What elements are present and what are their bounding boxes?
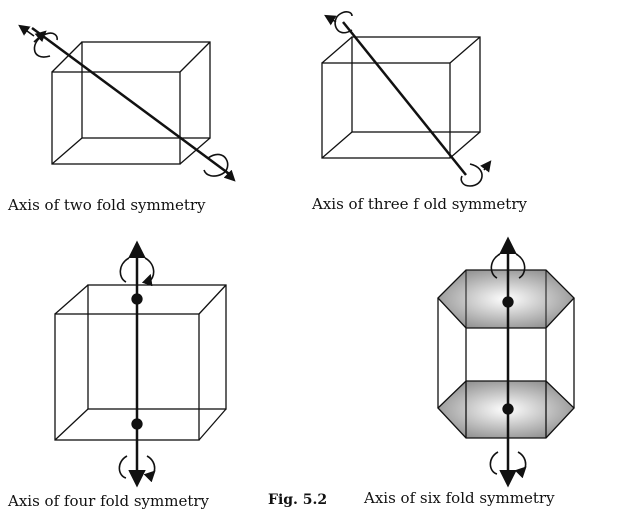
six-fold-axis-point-bottom (502, 403, 514, 415)
six-fold-axis-point-top (502, 296, 514, 308)
six-fold-rotation-arrow-top (490, 253, 526, 279)
three-fold-axis (342, 21, 467, 176)
six-fold-diagram (437, 236, 575, 488)
two-fold-rotation-arrow-top (18, 24, 58, 58)
figure-label: Fig. 5.2 (268, 492, 327, 508)
four-fold-cube (54, 284, 227, 441)
two-fold-diagram (18, 24, 236, 182)
four-fold-rotation-arrow-bottom (118, 455, 156, 483)
two-fold-caption: Axis of two fold symmetry (7, 196, 206, 214)
two-fold-rotation-arrow-bottom (203, 153, 236, 182)
two-fold-axis (31, 26, 233, 178)
six-fold-rotation-arrow-bottom (489, 451, 527, 479)
three-fold-cube (321, 36, 481, 159)
four-fold-rotation-arrow-top (119, 257, 155, 287)
four-fold-axis-point-top (131, 293, 143, 305)
three-fold-caption: Axis of three f old symmetry (311, 195, 527, 213)
six-fold-caption: Axis of six fold symmetry (363, 489, 555, 507)
four-fold-diagram (54, 240, 227, 488)
three-fold-rotation-arrow-bottom (460, 160, 492, 187)
three-fold-diagram (321, 11, 492, 187)
two-fold-cube (51, 41, 211, 165)
four-fold-caption: Axis of four fold symmetry (7, 492, 210, 510)
four-fold-axis-point-bottom (131, 418, 143, 430)
three-fold-rotation-arrow-top (324, 11, 353, 34)
